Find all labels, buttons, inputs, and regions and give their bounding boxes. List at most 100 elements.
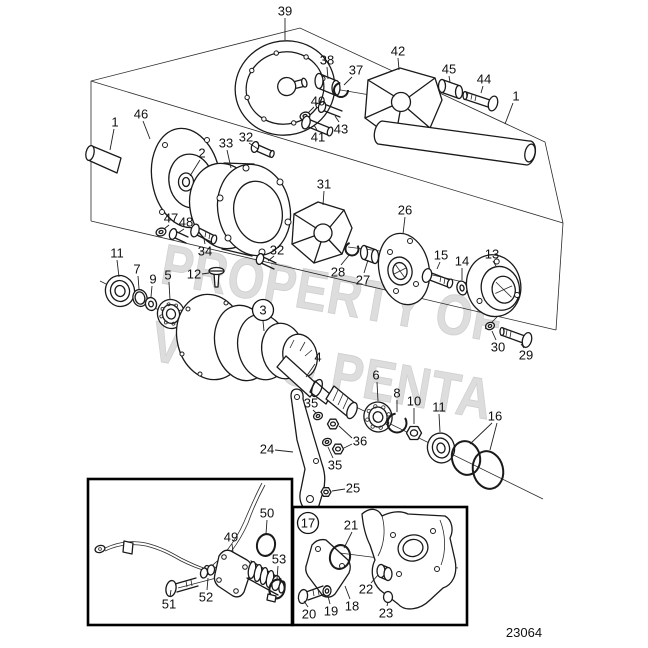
part-32-bolt-top — [250, 140, 275, 159]
callout-leader-6 — [376, 381, 379, 402]
callout-leader-49 — [231, 543, 234, 553]
callout-leader-28 — [340, 253, 351, 266]
callout-leader-37 — [343, 76, 353, 86]
part-41-bolt — [301, 115, 334, 137]
part-7-ring — [132, 288, 148, 308]
part-51-bolt — [165, 577, 199, 598]
part-25-nut — [320, 487, 332, 497]
callout-leader-30 — [491, 330, 497, 341]
callout-leader-32 — [267, 255, 275, 262]
callout-leader-18 — [344, 585, 351, 600]
callout-12: 12 — [187, 267, 201, 282]
callout-33: 33 — [219, 136, 233, 151]
callout-35: 35 — [304, 396, 318, 411]
callout-leader-41 — [313, 124, 318, 131]
callout-leader-21 — [343, 531, 353, 549]
part-45-bushing — [437, 78, 464, 100]
callout-1: 1 — [111, 115, 118, 130]
callout-27: 27 — [356, 273, 370, 288]
callout-leader-51 — [169, 589, 172, 598]
part-3-housing — [175, 293, 318, 382]
callout-leader-50 — [265, 519, 268, 535]
callout-32: 32 — [270, 243, 284, 258]
part-26-flange — [377, 232, 431, 306]
callout-29: 29 — [519, 348, 533, 363]
callout-34: 34 — [198, 244, 212, 259]
callout-leader-13 — [492, 260, 497, 267]
part-11-bearing-left — [104, 274, 136, 308]
callout-5: 5 — [164, 268, 171, 283]
part-36-nut-upper — [326, 418, 340, 430]
callout-leader-16 — [489, 422, 498, 451]
callout-leader-52 — [206, 577, 209, 591]
part-32-bolt-bottom — [255, 252, 277, 270]
callout-41: 41 — [311, 130, 325, 145]
callout-15: 15 — [434, 248, 448, 263]
part-8-snap-ring — [386, 412, 408, 434]
callout-19: 19 — [324, 604, 338, 619]
callout-leader-11 — [116, 259, 120, 278]
callout-47: 47 — [164, 211, 178, 226]
part-12-screw — [208, 266, 225, 288]
callout-leader-47 — [163, 224, 170, 230]
callout-22: 22 — [359, 582, 373, 597]
inset-box-1 — [86, 477, 294, 627]
callout-36: 36 — [353, 434, 367, 449]
part-48-bolt — [168, 227, 189, 244]
drawing-number: 23064 — [506, 625, 542, 640]
callout-leader-35 — [312, 409, 317, 414]
part-16-o-rings — [450, 440, 505, 490]
callout-24: 24 — [260, 442, 274, 457]
part-37-circlip — [333, 82, 349, 98]
part-29-bolt — [499, 326, 533, 348]
callout-39: 39 — [278, 4, 292, 19]
callout-leader-35 — [327, 446, 334, 459]
part-11-seal-right — [426, 432, 456, 464]
callout-leader-33 — [226, 149, 232, 169]
callout-leader-23 — [386, 601, 389, 607]
callout-51: 51 — [162, 597, 176, 612]
callout-48: 48 — [179, 215, 193, 230]
callout-11: 11 — [432, 400, 446, 415]
inset-box-2 — [291, 505, 469, 627]
part-27-bushing — [359, 244, 380, 265]
part-53-clamp — [266, 578, 286, 603]
callout-leader-1 — [109, 128, 115, 151]
callout-leader-4 — [305, 363, 316, 378]
callout-14: 14 — [455, 254, 469, 269]
part-47-washer — [155, 227, 167, 237]
callout-leader-9 — [150, 285, 153, 298]
part-20-bolt — [297, 585, 326, 605]
callout-30: 30 — [491, 340, 505, 355]
part-33-drum — [188, 162, 292, 257]
callout-2: 2 — [198, 146, 205, 161]
callout-7: 7 — [133, 262, 140, 277]
callout-35: 35 — [328, 458, 342, 473]
part-34-bolt — [190, 223, 218, 245]
callout-circle-3 — [251, 298, 275, 322]
part-15-bolt — [421, 267, 454, 289]
callout-leader-27 — [363, 259, 369, 274]
part-6-bearing — [363, 401, 393, 433]
part-30-washer — [484, 321, 496, 331]
callout-leader-24 — [274, 449, 294, 453]
callout-10: 10 — [407, 394, 421, 409]
part-1-shaft — [85, 144, 122, 174]
part-13-hub — [465, 254, 522, 318]
callout-3: 3 — [259, 303, 266, 318]
callout-leader-46 — [142, 120, 151, 140]
part-22-plug — [376, 563, 393, 582]
callout-23: 23 — [379, 606, 393, 621]
callout-leader-53 — [276, 565, 279, 580]
callout-leader-29 — [520, 343, 525, 349]
callout-leader-31 — [322, 190, 325, 206]
part-52-washers — [199, 564, 216, 579]
callout-leader-34 — [203, 238, 206, 245]
callout-leader-7 — [137, 275, 140, 290]
part-50-o-ring — [255, 533, 277, 557]
part-35-washer-upper — [312, 411, 324, 421]
part-43-bolt — [317, 100, 343, 118]
part-28-circlip — [344, 241, 360, 257]
callout-25: 25 — [346, 481, 360, 496]
